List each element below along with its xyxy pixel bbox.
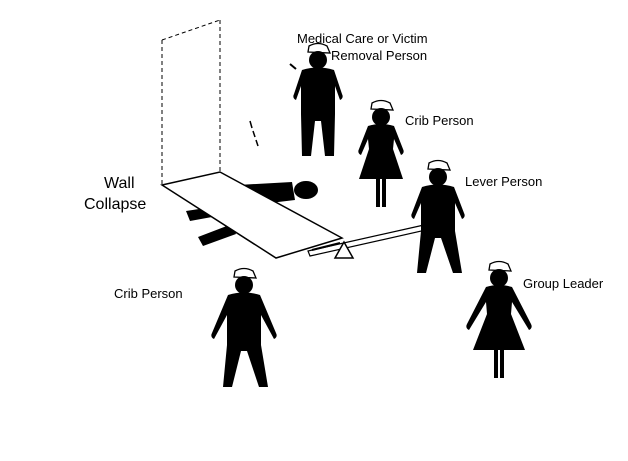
collapse-label: Collapse	[84, 196, 146, 213]
medical-care-label-line1: Medical Care or Victim	[297, 31, 428, 46]
group-leader-label: Group Leader	[523, 276, 604, 291]
crib-person-left-figure	[211, 267, 277, 387]
medical-care-person-figure	[289, 42, 343, 156]
group-leader-figure	[466, 260, 532, 378]
fulcrum-icon	[333, 240, 355, 259]
lever-person-label: Lever Person	[465, 174, 542, 189]
collapsed-wall-slab	[160, 171, 344, 259]
original-wall-outline	[161, 19, 221, 185]
crib-person-right-label: Crib Person	[405, 113, 474, 128]
crib-person-left-label: Crib Person	[114, 286, 183, 301]
crib-person-right-figure	[358, 99, 404, 207]
medical-care-label-line2: Removal Person	[331, 48, 427, 63]
lever-person-figure	[411, 159, 465, 273]
motion-marks	[249, 120, 259, 147]
wall-label: Wall	[104, 175, 135, 192]
